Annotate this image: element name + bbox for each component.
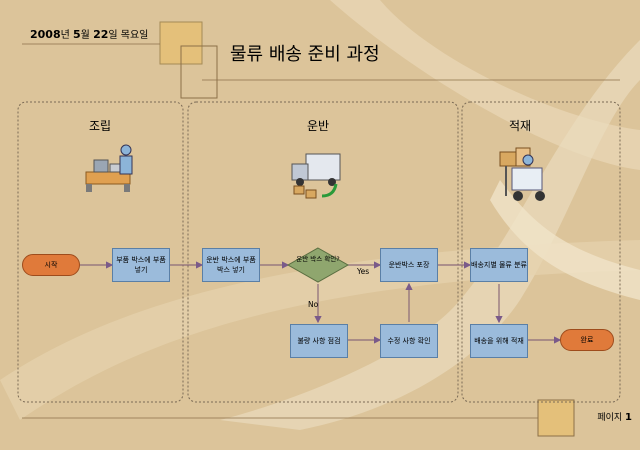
forklift-icon (499, 147, 545, 201)
date-day: 22 (93, 28, 109, 41)
swoosh-decoration (490, 180, 640, 300)
footer-square (537, 399, 575, 437)
page-title: 물류 배송 준비 과정 (230, 44, 380, 65)
node-pack[interactable]: 운반박스 포장 (380, 248, 438, 282)
swoosh-decoration (330, 0, 640, 170)
date-month: 5 (73, 28, 81, 41)
assembly-worker-icon (85, 144, 133, 192)
date-day-unit: 일 (108, 30, 121, 41)
date-weekday: 목요일 (120, 30, 149, 41)
node-sort[interactable]: 배송지별 물류 분류 (470, 248, 528, 282)
node-start[interactable]: 시작 (22, 254, 80, 276)
date-month-unit: 월 (80, 30, 94, 41)
node-decision-label[interactable]: 운반 박스 확인? (296, 255, 340, 263)
lane-loading (461, 101, 621, 403)
lane-assembly (17, 101, 184, 403)
date-year: 2008 (30, 28, 61, 41)
page-number: 페이지 1 (597, 410, 632, 423)
node-put-parts[interactable]: 부품 박스에 부품 넣기 (112, 248, 170, 282)
date-label: 2008년 5월 22일 목요일 (30, 26, 148, 41)
node-inspect[interactable]: 불량 사항 점검 (290, 324, 348, 358)
lane-title-loading: 적재 (508, 119, 532, 133)
date-year-unit: 년 (60, 30, 74, 41)
page-number-value: 1 (625, 412, 632, 423)
node-carry-box[interactable]: 운반 박스에 부품 박스 넣기 (202, 248, 260, 282)
node-load[interactable]: 배송을 위해 적재 (470, 324, 528, 358)
edge-label-no: No (308, 300, 319, 309)
lane-title-assembly: 조립 (88, 119, 112, 133)
edge-label-yes: Yes (357, 267, 370, 276)
node-end[interactable]: 완료 (560, 329, 614, 351)
node-verify-fix[interactable]: 수정 사항 확인 (380, 324, 438, 358)
lane-transport (187, 101, 459, 403)
decision-diamond (286, 247, 350, 283)
lane-title-transport: 운반 (306, 119, 330, 133)
header-square-outline (180, 45, 218, 99)
page-label: 페이지 (597, 413, 623, 423)
delivery-truck-icon (291, 153, 341, 199)
